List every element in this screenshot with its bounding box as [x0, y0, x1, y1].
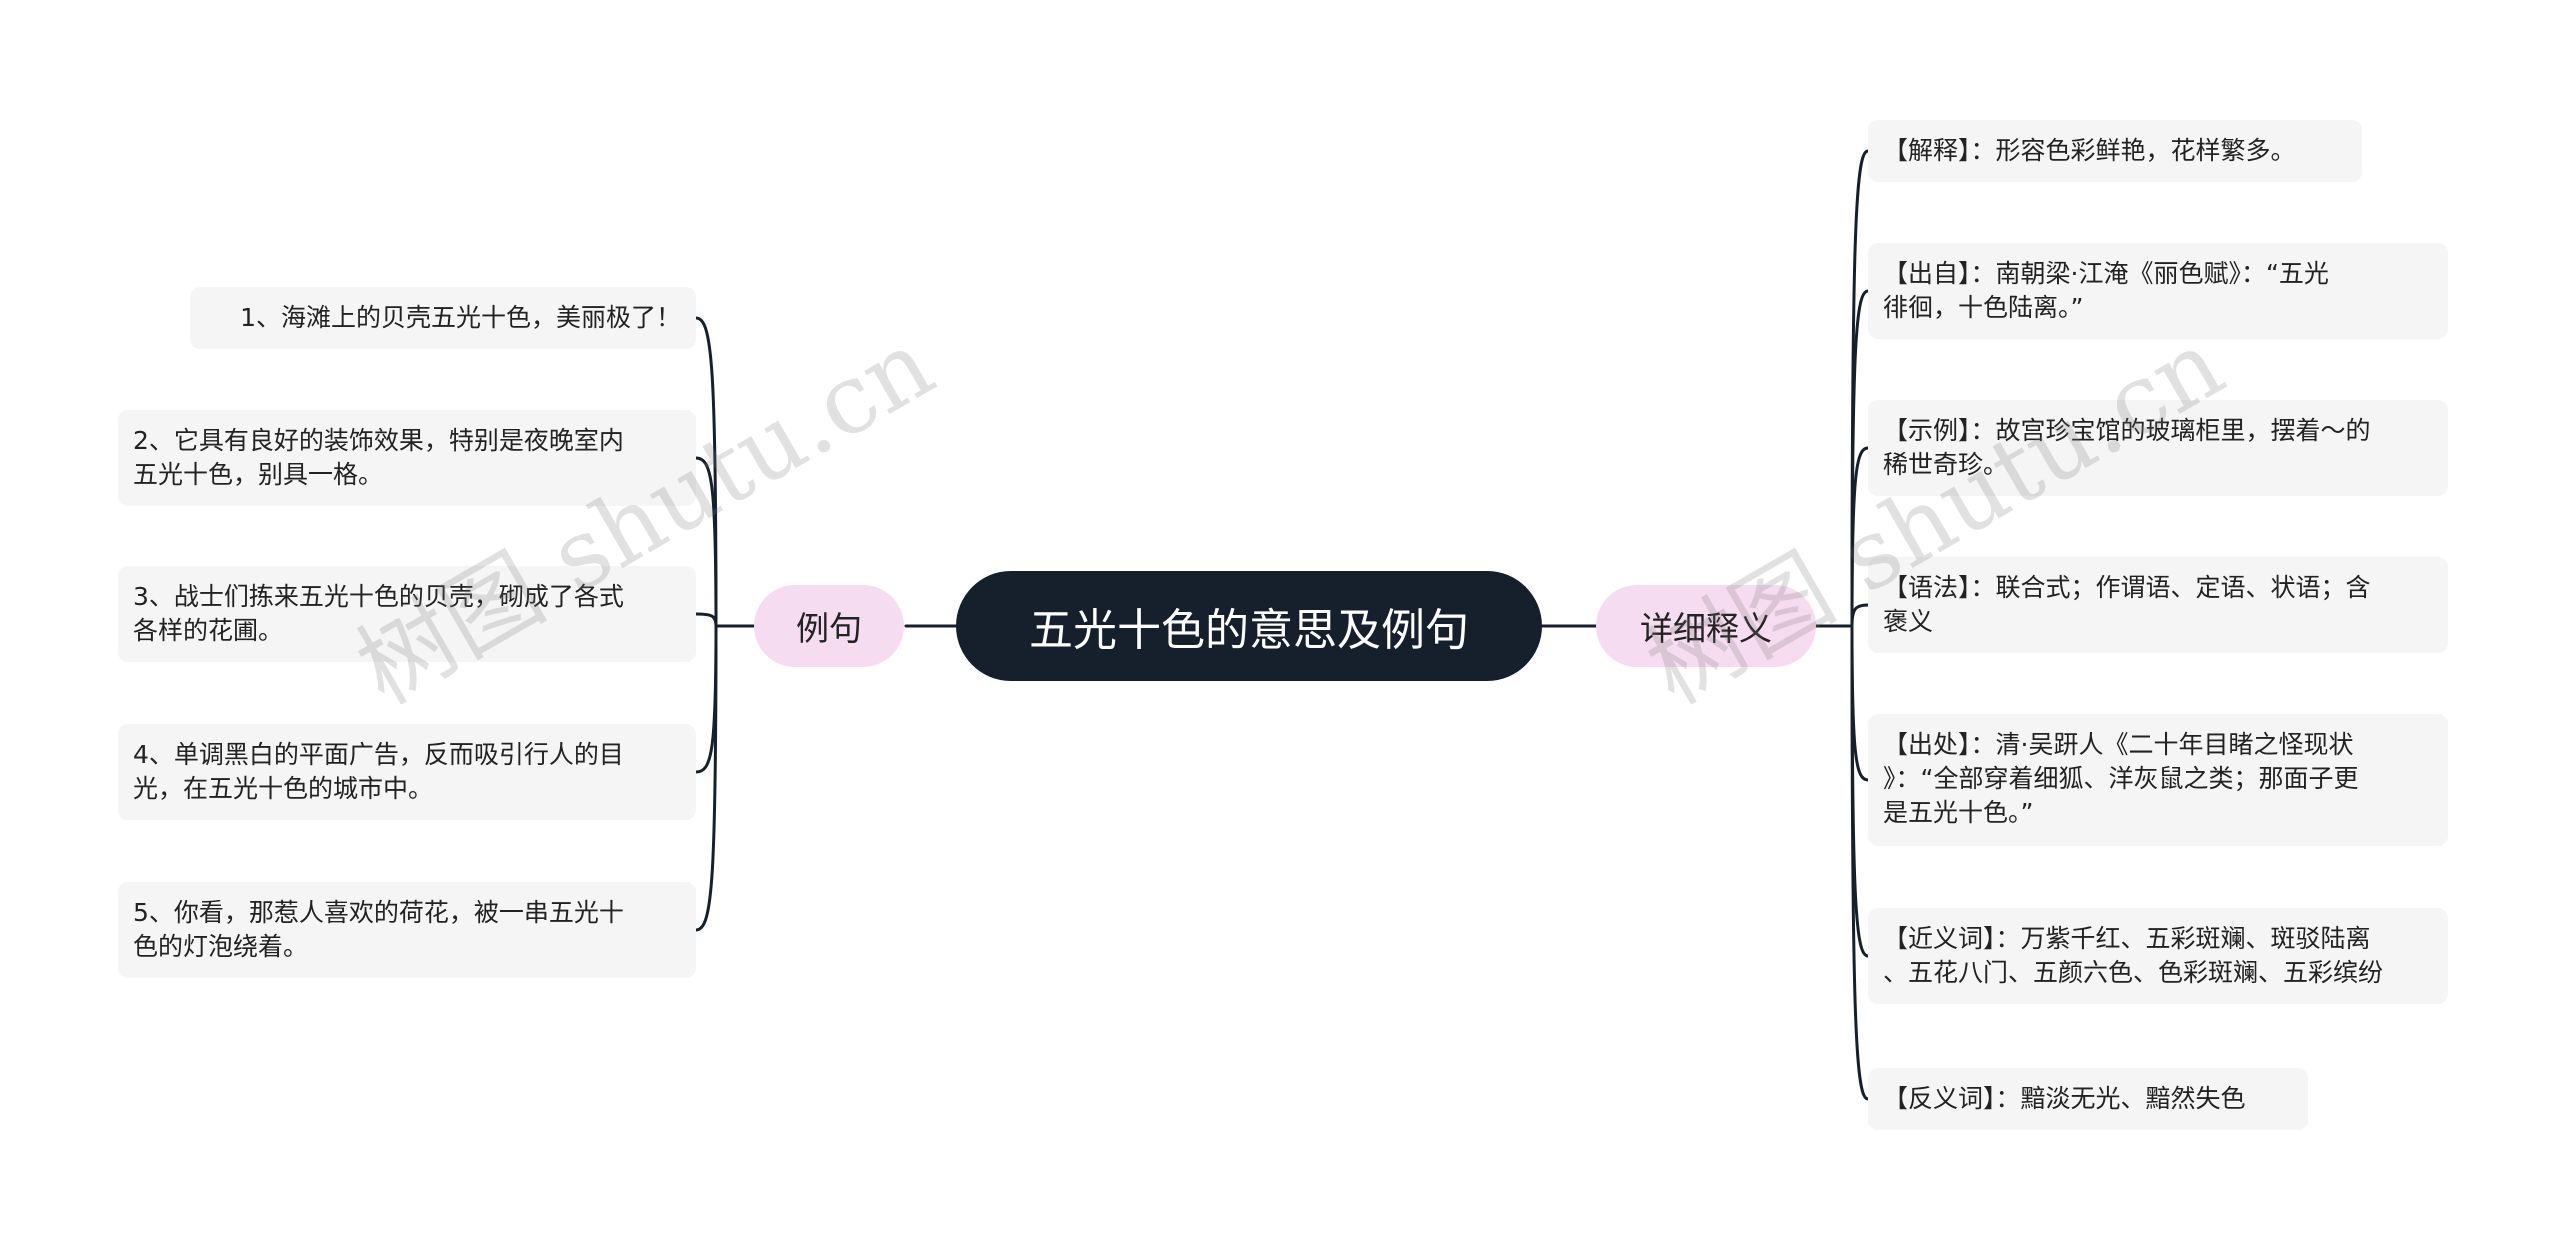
connector-left-item-2	[694, 456, 718, 628]
connector-left-item-5	[694, 624, 718, 932]
connector-left-item-3	[694, 612, 718, 628]
connector-right-item-5	[1850, 624, 1870, 782]
example-item-2[interactable]: 2、它具有良好的装饰效果，特别是夜晚室内 五光十色，别具一格。	[118, 410, 696, 506]
definition-meaning[interactable]: 【解释】：形容色彩鲜艳，花样繁多。	[1868, 120, 2362, 182]
branch-definitions[interactable]: 详细释义	[1596, 585, 1816, 667]
connector-right-item-4	[1850, 603, 1870, 628]
definition-source[interactable]: 【出处】：清·吴趼人《二十年目睹之怪现状 》：“全部穿着细狐、洋灰鼠之类；那面子…	[1868, 714, 2448, 846]
example-item-1[interactable]: 1、海滩上的贝壳五光十色，美丽极了！	[190, 287, 696, 349]
definition-grammar[interactable]: 【语法】：联合式；作谓语、定语、状语；含 褒义	[1868, 557, 2448, 653]
definition-origin[interactable]: 【出自】：南朝梁·江淹《丽色赋》：“五光 徘徊，十色陆离。”	[1868, 243, 2448, 339]
connector-left-item-4	[694, 624, 718, 774]
example-item-5[interactable]: 5、你看，那惹人喜欢的荷花，被一串五光十 色的灯泡绕着。	[118, 882, 696, 978]
connector-right-item-7	[1850, 624, 1870, 1101]
branch-examples[interactable]: 例句	[754, 585, 904, 667]
definition-antonyms[interactable]: 【反义词】：黯淡无光、黯然失色	[1868, 1068, 2308, 1130]
example-item-4[interactable]: 4、单调黑白的平面广告，反而吸引行人的目 光，在五光十色的城市中。	[118, 724, 696, 820]
example-item-3[interactable]: 3、战士们拣来五光十色的贝壳，砌成了各式 各样的花圃。	[118, 566, 696, 662]
connector-left-item-1	[694, 316, 718, 628]
definition-example[interactable]: 【示例】：故宫珍宝馆的玻璃柜里，摆着～的 稀世奇珍。	[1868, 400, 2448, 496]
definition-synonyms[interactable]: 【近义词】：万紫千红、五彩斑斓、斑驳陆离 、五花八门、五颜六色、色彩斑斓、五彩缤…	[1868, 908, 2448, 1004]
central-topic[interactable]: 五光十色的意思及例句	[956, 571, 1542, 681]
connector-right-item-3	[1850, 446, 1870, 628]
